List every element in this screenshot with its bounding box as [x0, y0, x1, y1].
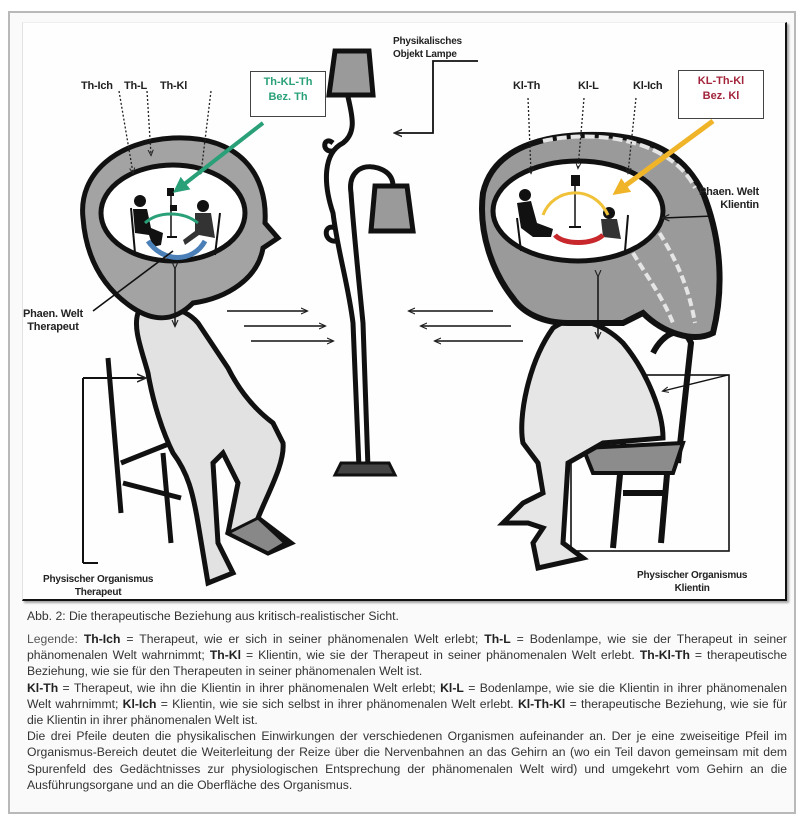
label-kl-ich: Kl-Ich	[633, 80, 663, 92]
legend-therapist-terms: Th-Ich = Therapeut, wie er sich in seine…	[27, 632, 787, 678]
phaen-th-line1: Phaen. Welt	[23, 308, 83, 320]
org-kl-line2: Klientin	[674, 583, 710, 594]
org-th-line1: Physischer Organismus	[43, 574, 154, 585]
label-th-l: Th-L	[124, 80, 148, 92]
th-box-line1: Th-KL-Th	[263, 76, 313, 88]
client-figure	[479, 97, 730, 571]
legend-paragraph-1: Legende: Th-Ich = Therapeut, wie er sich…	[27, 631, 787, 680]
lamp-line2: Objekt Lampe	[393, 49, 457, 60]
legend-term: Th-L	[484, 632, 511, 646]
therapist-relation-arrow	[172, 121, 265, 193]
legend-definition: = Therapeut, wie er sich in seiner phäno…	[120, 632, 485, 646]
therapist-body	[133, 304, 296, 587]
figure-caption: Abb. 2: Die therapeutische Beziehung aus…	[27, 609, 399, 623]
legend-term: Kl-L	[440, 680, 464, 695]
therapist-chair	[105, 357, 182, 544]
kl-box-line2: Bez. Kl	[702, 90, 740, 102]
legend-client-terms: Kl-Th = Therapeut, wie ihn die Klientin …	[27, 681, 787, 727]
legend-definition: = Bodenlampe, wie sie der Therapeut in s…	[27, 632, 787, 663]
legend-definition: = therapeutische Beziehung, wie sie für …	[27, 696, 787, 728]
label-phaen-klientin: Phaen. Welt Klientin	[699, 186, 759, 212]
label-th-ich: Th-Ich	[81, 80, 113, 92]
label-organism-klientin: Physischer Organismus Klientin	[637, 569, 747, 595]
label-organism-therapeut: Physischer Organismus Therapeut	[43, 573, 153, 599]
label-kl-th: Kl-Th	[513, 80, 541, 92]
org-th-line2: Therapeut	[74, 587, 122, 598]
org-kl-line1: Physischer Organismus	[637, 570, 748, 581]
legend-term: Th-Kl	[209, 648, 241, 663]
phaen-th-line2: Therapeut	[27, 321, 79, 333]
client-body	[496, 318, 666, 571]
label-kl-l: Kl-L	[578, 80, 599, 92]
client-relation-arrow	[612, 118, 715, 196]
therapist-relation-box: Th-KL-Th Bez. Th	[250, 71, 326, 117]
legend-term: Kl-Th-Kl	[517, 696, 566, 711]
legend-definition: = Klientin, wie sie sich selbst in ihrer…	[156, 696, 518, 711]
client-relation-box: KL-Th-Kl Bez. Kl	[678, 70, 764, 119]
legend-prefix: Legende:	[27, 632, 84, 646]
th-box-line2: Bez. Th	[268, 91, 308, 103]
lamp-line1: Physikalisches	[393, 36, 462, 47]
legend-term: Kl-Th	[27, 680, 59, 695]
label-th-kl: Th-Kl	[160, 80, 188, 92]
legend-definition: = therapeutische Beziehung, wie sie für …	[27, 648, 788, 679]
legend-paragraph-3: Die drei Pfeile deuten die physikalische…	[27, 729, 787, 792]
figure-illustration: Th-Ich Th-L Th-Kl Th-KL-Th Bez. Th Physi…	[22, 22, 787, 601]
therapist-inner-scene	[130, 188, 221, 260]
illustration-canvas	[80, 48, 730, 587]
legend-term: Th-Ich	[83, 632, 121, 646]
figure-legend: Legende: Th-Ich = Therapeut, wie er sich…	[27, 631, 787, 793]
client-inner-scene	[516, 175, 629, 252]
phaen-kl-line2: Klientin	[720, 199, 759, 211]
kl-box-line1: KL-Th-Kl	[697, 75, 745, 87]
legend-term: Kl-Ich	[122, 696, 157, 711]
legend-definition: = Klientin, wie sie der Therapeut in sei…	[240, 648, 640, 663]
phaen-kl-line1: Phaen. Welt	[699, 186, 759, 198]
legend-definition: = Therapeut, wie ihn die Klientin in ihr…	[58, 680, 441, 695]
physical-interaction-arrows	[227, 311, 523, 341]
legend-definition: = Bodenlampe, wie sie die Klientin in ih…	[27, 680, 787, 711]
label-lamp: Physikalisches Objekt Lampe	[393, 35, 462, 61]
legend-paragraph-2: Kl-Th = Therapeut, wie ihn die Klientin …	[27, 680, 787, 729]
legend-term: Th-Kl-Th	[639, 648, 690, 663]
physical-lamp	[322, 48, 478, 477]
therapist-figure	[80, 90, 296, 587]
label-phaen-therapeut: Phaen. Welt Therapeut	[23, 308, 83, 334]
